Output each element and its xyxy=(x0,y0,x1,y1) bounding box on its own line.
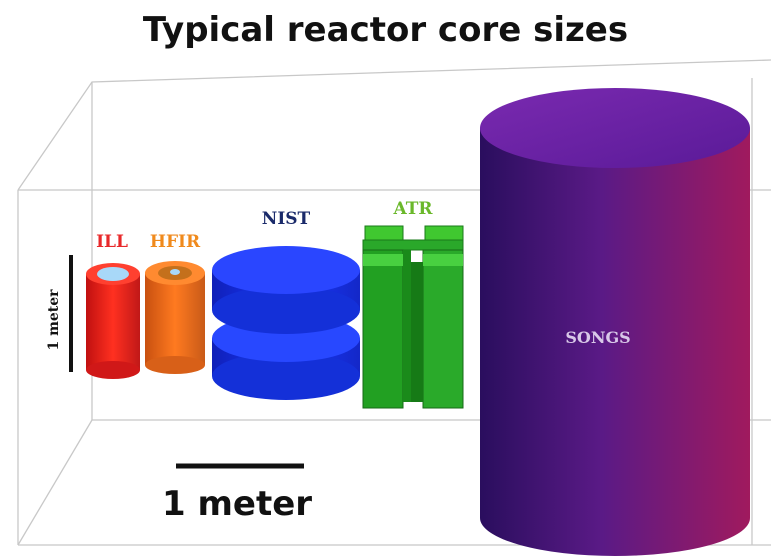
nist-label: NIST xyxy=(262,209,311,229)
atr-core: ATR xyxy=(362,199,464,409)
vertical-scale-bar: 1 meter xyxy=(46,255,73,372)
songs-label: SONGS xyxy=(565,328,630,347)
nist-core: NIST xyxy=(212,209,360,400)
atr-label: ATR xyxy=(392,199,433,219)
ill-label: ILL xyxy=(96,232,128,252)
ill-core: ILL xyxy=(86,232,140,379)
page-title: Typical reactor core sizes xyxy=(142,10,629,50)
songs-core: SONGS xyxy=(480,88,750,556)
horizontal-scale-label: 1 meter xyxy=(162,484,312,524)
vertical-scale-label: 1 meter xyxy=(46,289,62,351)
hfir-label: HFIR xyxy=(150,232,201,252)
horizontal-scale-bar: 1 meter xyxy=(162,463,312,524)
hfir-core: HFIR xyxy=(145,232,205,374)
